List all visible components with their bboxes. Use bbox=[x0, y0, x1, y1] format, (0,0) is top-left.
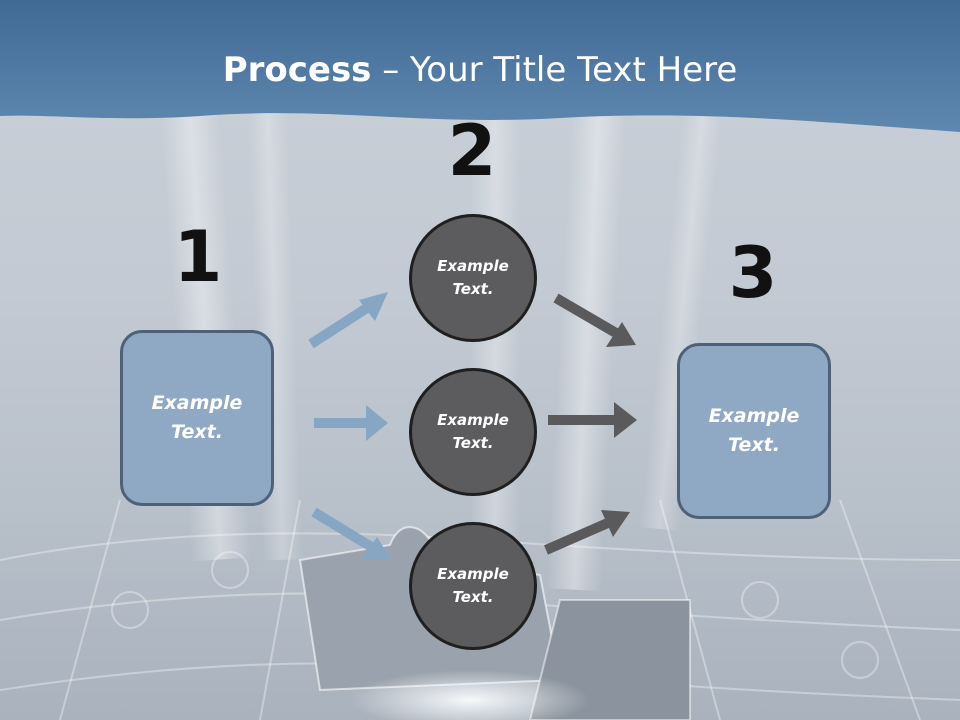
right-box: Example Text. bbox=[677, 343, 831, 519]
title-rest: – Your Title Text Here bbox=[371, 50, 738, 90]
circle-middle-line2: Text. bbox=[452, 434, 494, 452]
arrow-left-to-middle bbox=[314, 405, 388, 441]
circle-bottom: Example Text. bbox=[409, 522, 537, 650]
circle-bottom-line1: Example bbox=[437, 565, 509, 583]
left-box-line2: Text. bbox=[171, 421, 223, 443]
slide-title: Process – Your Title Text Here bbox=[0, 50, 960, 90]
circle-top-line2: Text. bbox=[452, 280, 494, 298]
arrow-left-to-bottom bbox=[311, 507, 391, 560]
arrow-bottom-to-right bbox=[543, 510, 630, 555]
left-box-line1: Example bbox=[151, 392, 243, 414]
right-box-line2: Text. bbox=[728, 434, 780, 456]
step-number-2: 2 bbox=[447, 110, 497, 192]
arrow-left-to-top bbox=[308, 292, 388, 349]
circle-top-line1: Example bbox=[437, 257, 509, 275]
circle-middle: Example Text. bbox=[409, 368, 537, 496]
arrow-top-to-right bbox=[553, 293, 636, 347]
step-number-3: 3 bbox=[728, 232, 778, 314]
right-box-line1: Example bbox=[708, 405, 800, 427]
circle-bottom-line2: Text. bbox=[452, 588, 494, 606]
circle-top: Example Text. bbox=[409, 214, 537, 342]
left-box: Example Text. bbox=[120, 330, 274, 506]
circle-middle-line1: Example bbox=[437, 411, 509, 429]
title-bold: Process bbox=[222, 50, 372, 90]
step-number-1: 1 bbox=[173, 216, 223, 298]
arrow-middle-to-right bbox=[548, 402, 637, 438]
